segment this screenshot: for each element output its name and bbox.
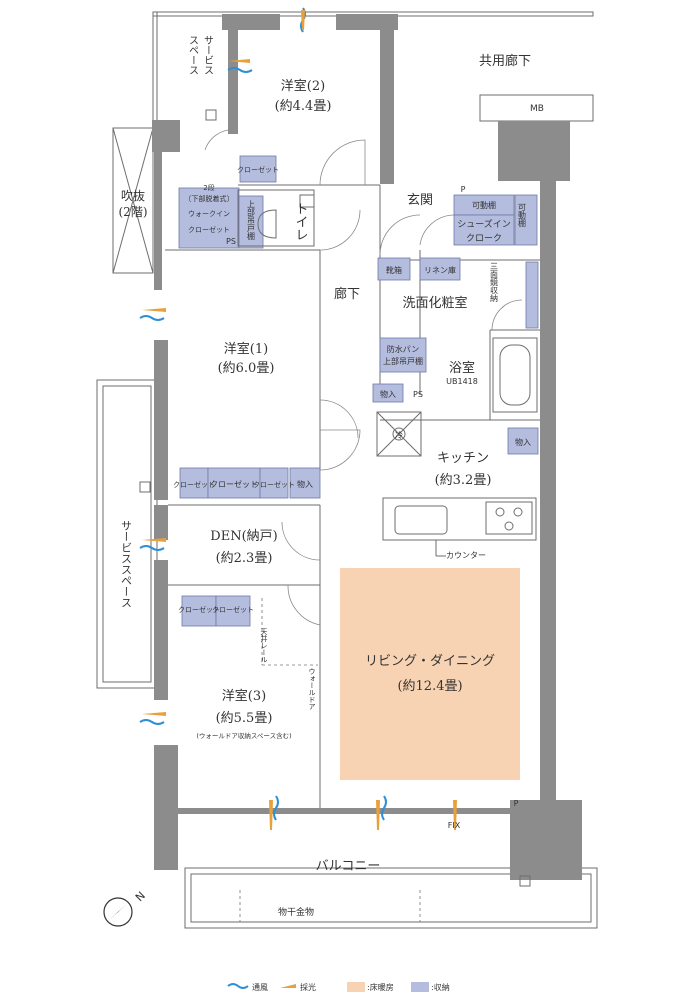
daylight-marks (142, 10, 457, 830)
room-washroom: 洗面化粧室 (402, 295, 467, 311)
room-bath: 浴室 (449, 360, 475, 376)
closet-w2-label: クローゼット (237, 165, 279, 174)
legend-floor-heating: :床暖房 (367, 982, 394, 992)
shoes-in-1: シューズイン (457, 218, 511, 230)
closet-w3-a: クローゼット (178, 605, 220, 614)
mirror-storage: 三面鏡収納 (490, 262, 499, 303)
room-kitchen-size: (約3.2畳) (435, 473, 492, 488)
ps-1: PS (226, 237, 236, 246)
walk-in-2: 〔下部脱着式〕 (185, 194, 234, 203)
room-western1-size: (約6.0畳) (218, 361, 275, 376)
room-den-name: DEN(納戸) (210, 529, 277, 544)
room-living-size: (約12.4畳) (397, 679, 462, 694)
closet-w1-b: クローゼット (210, 479, 258, 489)
mb-label: MB (530, 104, 544, 114)
service-space-top-2: スペース (187, 35, 199, 75)
storage-in-wash: 物入 (380, 389, 396, 399)
daylight-icon (280, 984, 296, 988)
closet-w1-a: クローゼット (173, 480, 215, 489)
p-mark-entrance: P (461, 185, 466, 194)
storage-swatch (411, 982, 429, 992)
legend: 通風 採光 :床暖房 :収納 (227, 982, 450, 992)
shoe-cabinet: 靴箱 (386, 265, 402, 275)
fixtures (139, 109, 538, 887)
fix-label: FIX (448, 821, 461, 830)
void-line2: (2階) (119, 204, 148, 219)
common-corridor: 共用廊下 (479, 53, 531, 69)
compass-north-label: N (133, 889, 148, 904)
storage-blocks (178, 155, 539, 627)
ceiling-rail: 天井レール (260, 628, 268, 663)
shoes-in-2: クローク (466, 233, 502, 244)
movable-shelf-1: 可動棚 (472, 200, 496, 210)
labels: 洋室(2) (約4.4畳) サービス スペース 共用廊下 MB 吹抜 (2階) … (119, 35, 544, 918)
room-western1-name: 洋室(1) (224, 341, 268, 357)
compass-icon (103, 897, 133, 927)
closet-w3-b: クローゼット (212, 605, 254, 614)
wall-door: ウォールドア (308, 668, 316, 710)
doors (204, 129, 523, 626)
storage-in-w1: 物入 (297, 479, 313, 489)
room-western3-size: (約5.5畳) (216, 711, 273, 726)
room-living-name: リビング・ダイニング (365, 654, 495, 669)
legend-daylight: 採光 (300, 982, 316, 992)
room-toilet: トイレ (293, 202, 308, 241)
upper-cabinet-wash: 上部吊戸棚 (383, 356, 423, 366)
storage-in-kitchen: 物入 (515, 437, 531, 447)
service-space-top-1: サービス (202, 35, 214, 75)
walk-in-1: 2段 (203, 183, 214, 192)
room-entrance: 玄関 (407, 193, 433, 208)
balcony-label: バルコニー (316, 859, 381, 874)
linen: リネン庫 (424, 265, 456, 275)
void-line1: 吹抜 (121, 189, 145, 203)
bath-unit: UB1418 (446, 377, 478, 386)
p-mark-living: P (514, 799, 519, 808)
movable-shelf-2: 可動棚 (518, 203, 527, 228)
counter-label: カウンター (446, 551, 486, 560)
room-den-size: (約2.3畳) (216, 551, 273, 566)
room-western2-size: (約4.4畳) (275, 99, 332, 114)
room-kitchen-name: キッチン (437, 451, 489, 466)
waterproof-pan: 防水パン (387, 344, 419, 354)
walk-in-3: ウォークイン (188, 210, 230, 218)
service-space-side: サービススペース (120, 520, 133, 608)
upper-cabinet-toilet: 上部吊戸棚 (247, 200, 256, 241)
legend-ventilation: 通風 (252, 982, 268, 992)
room-hallway: 廊下 (334, 286, 360, 302)
walls (152, 14, 582, 880)
ventilation-icon (227, 983, 249, 989)
fridge-mark: 冷 (395, 430, 403, 440)
ps-2: PS (413, 390, 423, 399)
legend-storage: :収納 (431, 982, 450, 992)
room-western2-name: 洋室(2) (281, 78, 325, 94)
closet-w1-c: クローゼット (253, 480, 295, 489)
drying-rack-label: 物干金物 (278, 906, 314, 918)
ventilation-marks (139, 7, 387, 821)
room-western3-name: 洋室(3) (222, 688, 266, 704)
room-western3-note: (ウォールドア収納スペース含む) (196, 731, 291, 740)
floor-heating-area (340, 568, 520, 780)
walk-in-4: クローゼット (188, 225, 230, 234)
floor-heating-swatch (347, 982, 365, 992)
